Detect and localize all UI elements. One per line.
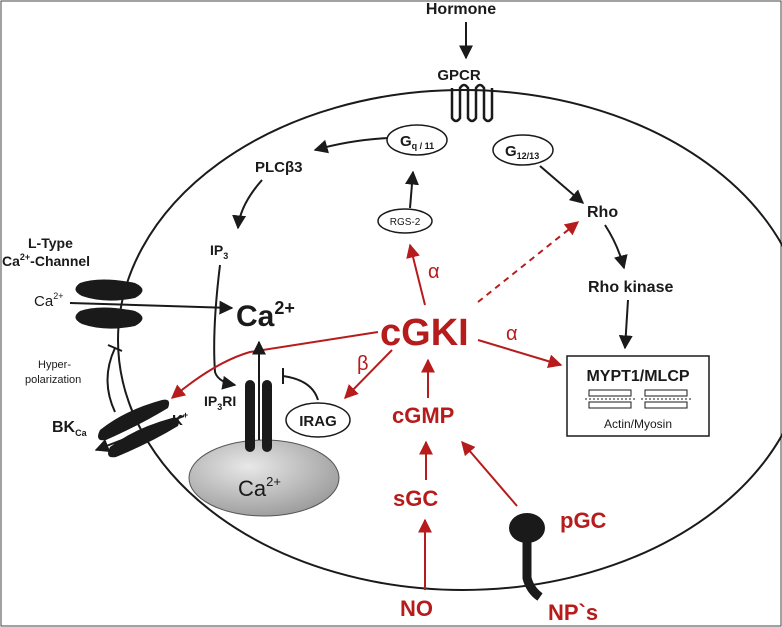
ip3-receptor-icon <box>245 380 272 452</box>
cgki-to-mypt-arrow <box>477 339 563 369</box>
plc-to-ip3-arrow <box>232 179 263 230</box>
g1213-label: G12/13 <box>505 143 539 161</box>
pgc-label: pGC <box>560 508 607 533</box>
irag-label: IRAG <box>299 413 337 430</box>
k-efflux-arrow <box>94 415 185 452</box>
mypt-label: MYPT1/MLCP <box>586 368 689 385</box>
pgc-receptor-icon <box>509 513 545 601</box>
alpha-label-rgs2: α <box>428 261 440 283</box>
gq11-label: Gq / 11 <box>400 133 434 151</box>
cgki-label: cGKI <box>380 312 469 354</box>
cgki-to-irag-arrow <box>344 349 393 400</box>
bk-channel-icon <box>98 399 180 458</box>
hyperpolarization-inhibition <box>106 347 116 413</box>
k-label: K+ <box>172 410 188 429</box>
gq-to-plc-arrow <box>313 137 389 154</box>
cgki-to-rho-dashed-arrow <box>477 221 580 303</box>
rho-kinase-label: Rho kinase <box>588 279 673 296</box>
ip3-label: IP3 <box>210 242 228 261</box>
actin-myosin-icon <box>585 389 691 409</box>
bk-label: BKCa <box>52 419 88 438</box>
rgs2-to-gq-arrow <box>404 170 419 209</box>
plc-label: PLCβ3 <box>255 159 303 176</box>
gpcr-label: GPCR <box>437 67 481 84</box>
ltype-line1: L-Type <box>28 235 73 251</box>
ca-entry-label: Ca2+ <box>34 291 63 310</box>
cell-membrane <box>117 89 782 591</box>
g1213-to-rho-arrow <box>539 165 585 204</box>
store-ca-label: Ca2+ <box>238 474 281 501</box>
cgmp-label: cGMP <box>392 403 454 428</box>
ltype-line2: Ca2+-Channel <box>2 252 90 269</box>
no-label: NO <box>400 596 433 621</box>
ip3r-label: IP3RI <box>204 393 236 412</box>
cgki-to-k-channel-arrow <box>170 331 379 399</box>
beta-label: β <box>357 353 369 375</box>
gpcr-receptor-icon <box>450 83 494 123</box>
hormone-label: Hormone <box>426 1 496 18</box>
gq11-node <box>386 124 448 156</box>
alpha-label-mypt: α <box>506 323 518 345</box>
actin-myosin-label: Actin/Myosin <box>604 417 672 431</box>
l-type-channel-icon <box>75 279 143 329</box>
irag-node <box>285 402 351 438</box>
pgc-to-cgmp-arrow <box>461 440 518 507</box>
nps-label: NP`s <box>548 600 598 625</box>
hyper-line1: Hyper- <box>38 359 71 371</box>
sgc-label: sGC <box>393 486 438 511</box>
rhokinase-to-mypt-arrow <box>618 299 633 350</box>
ca-entry-arrow <box>69 300 234 315</box>
rgs2-label: RGS-2 <box>390 217 421 228</box>
rgs2-node <box>377 208 433 234</box>
cgki-to-rgs2-arrow <box>406 243 426 306</box>
rho-label: Rho <box>587 204 618 221</box>
hyper-line2: polarization <box>25 374 81 386</box>
rho-to-rhokinase-arrow <box>604 224 628 270</box>
cytosolic-ca-label: Ca2+ <box>236 298 295 333</box>
irag-inhibition <box>282 375 319 401</box>
g1213-node <box>492 134 554 166</box>
